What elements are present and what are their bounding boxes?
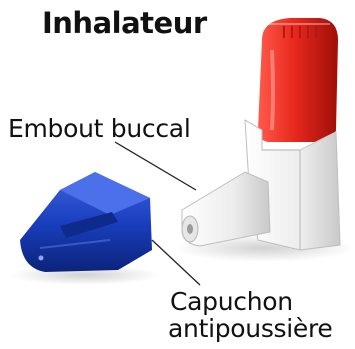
diagram-title: Inhalateur [42, 6, 207, 40]
canister-vents [283, 26, 317, 38]
dust-cap-label-line1: Capuchon [170, 287, 293, 316]
dust-cap [20, 172, 152, 272]
dust-cap-leader-line [151, 239, 201, 286]
canister [258, 18, 338, 142]
mouthpiece-leader-line [114, 141, 197, 191]
mouthpiece-label: Embout buccal [8, 114, 191, 143]
mouthpiece [181, 171, 271, 247]
dust-cap-label-line2: antipoussière [168, 314, 333, 343]
